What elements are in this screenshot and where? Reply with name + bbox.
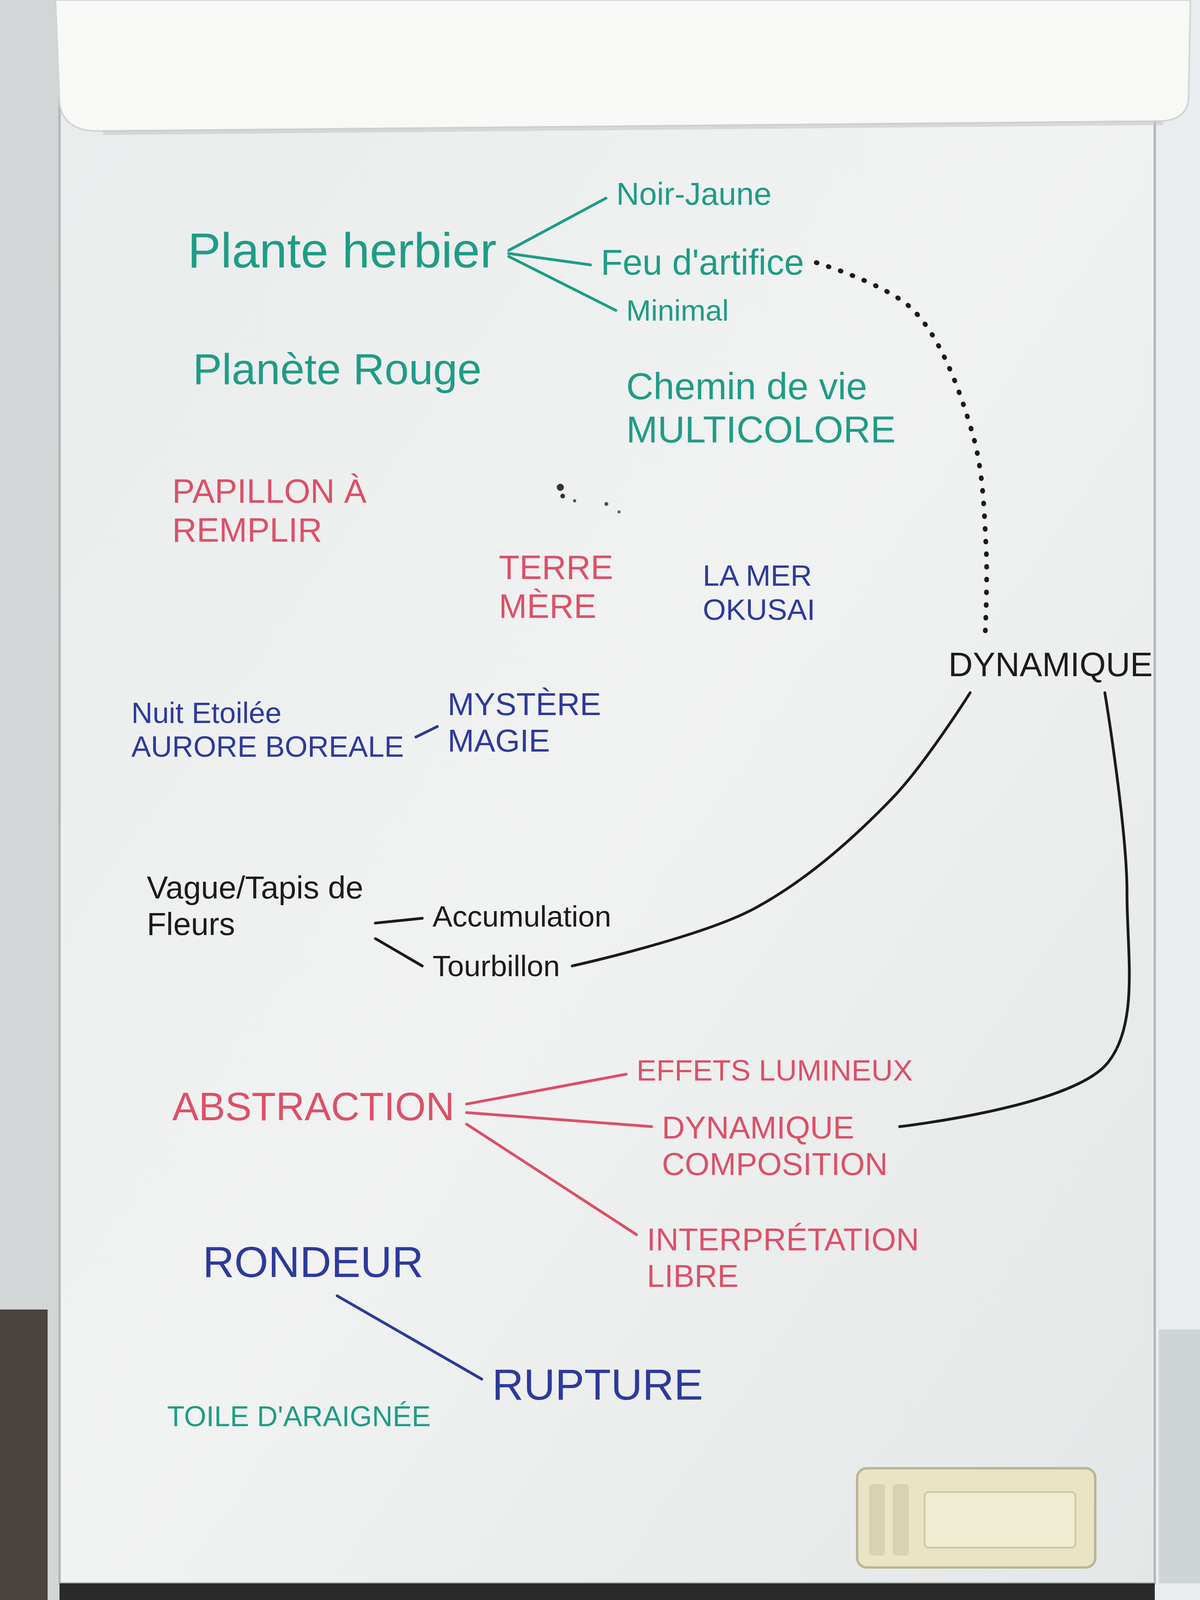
left-dark-object [0, 1309, 48, 1600]
flipchart-paper [55, 0, 1191, 131]
connector-line [899, 692, 1130, 1127]
mind-map-item: MYSTÈRE MAGIE [443, 683, 607, 762]
handwritten-word: DYNAMIQUE COMPOSITION [661, 1109, 890, 1183]
eraser-ridge [892, 1484, 909, 1556]
handwritten-word: TERRE MÈRE [498, 548, 616, 626]
ink-spot [604, 501, 609, 506]
board-frame [59, 1583, 1155, 1600]
mind-map-item: LA MER OKUSAI [698, 555, 822, 630]
handwritten-word: TOILE D'ARAIGNÉE [167, 1400, 433, 1433]
mind-map-item: Plante herbier [183, 219, 503, 282]
mind-map-item: INTERPRÉTATION LIBRE [642, 1219, 925, 1297]
mind-map-item: Tourbillon [428, 946, 566, 986]
mind-map-item: Noir-Jaune [612, 173, 778, 215]
mind-map-item: DYNAMIQUE COMPOSITION [657, 1107, 894, 1185]
connector-line [572, 692, 971, 966]
mind-map-item: TOILE D'ARAIGNÉE [163, 1397, 437, 1436]
mind-map-item: RUPTURE [488, 1357, 709, 1413]
mind-map-item: ABSTRACTION [168, 1081, 461, 1132]
mind-map-item: Chemin de vie MULTICOLORE [622, 362, 902, 454]
handwritten-word: Feu d'artifice [600, 242, 806, 284]
whiteboard [59, 0, 1155, 1584]
mind-map-item: PAPILLON À REMPLIR [168, 469, 373, 552]
handwritten-word: INTERPRÉTATION LIBRE [646, 1221, 921, 1295]
ink-spot [556, 483, 564, 491]
board-eraser [857, 1468, 1096, 1568]
handwritten-word: RONDEUR [202, 1236, 426, 1288]
handwritten-word: Vague/Tapis de Fleurs [146, 869, 366, 943]
connector-line [466, 1124, 637, 1235]
window-grid [1158, 1329, 1200, 1584]
connector-line [508, 256, 616, 311]
eraser-top [924, 1492, 1076, 1548]
handwritten-word: Minimal [626, 293, 731, 328]
connector-line [466, 1074, 627, 1104]
handwritten-word: ABSTRACTION [172, 1083, 457, 1130]
handwritten-word: EFFETS LUMINEUX [636, 1053, 915, 1088]
mind-map-item: RONDEUR [198, 1234, 430, 1290]
ink-spot [560, 493, 566, 499]
handwritten-word: Planète Rouge [192, 344, 484, 395]
handwritten-word: Nuit Etoilée AURORE BOREALE [131, 696, 406, 764]
ink-spot [617, 510, 621, 514]
eraser-body [857, 1468, 1096, 1568]
mind-map-item: Feu d'artifice [596, 239, 810, 286]
handwritten-word: Noir-Jaune [616, 175, 774, 213]
mind-map-item: Vague/Tapis de Fleurs [142, 867, 370, 945]
ink-spot [573, 499, 577, 503]
handwritten-word: Chemin de vie MULTICOLORE [626, 364, 898, 452]
handwritten-word: Tourbillon [432, 948, 562, 983]
paper-shadow [103, 123, 1163, 133]
connector-line [375, 918, 423, 924]
handwritten-word: MYSTÈRE MAGIE [447, 686, 603, 760]
window [1154, 0, 1200, 1600]
mind-map-item: Nuit Etoilée AURORE BOREALE [127, 693, 410, 766]
mind-map-item: TERRE MÈRE [494, 545, 620, 629]
connector-line [375, 938, 423, 966]
connector-line [415, 726, 438, 738]
mind-map-item: EFFETS LUMINEUX [632, 1050, 919, 1090]
connector-line [508, 198, 606, 250]
mind-map-item: Planète Rouge [188, 341, 488, 397]
mind-map-item: Accumulation [428, 896, 618, 936]
left-edge [0, 0, 60, 1600]
mind-map-item: Minimal [622, 290, 735, 330]
connector-line [337, 1296, 482, 1380]
handwritten-word: Accumulation [432, 899, 614, 934]
connector-line [466, 1112, 652, 1127]
handwritten-word: Plante herbier [187, 221, 499, 279]
eraser-ridge [869, 1484, 885, 1556]
mind-map-item: DYNAMIQUE [944, 642, 1159, 687]
handwritten-word: DYNAMIQUE [948, 645, 1155, 685]
handwritten-word: RUPTURE [492, 1359, 705, 1410]
handwritten-word: LA MER OKUSAI [702, 558, 818, 627]
handwritten-word: PAPILLON À REMPLIR [172, 471, 369, 550]
